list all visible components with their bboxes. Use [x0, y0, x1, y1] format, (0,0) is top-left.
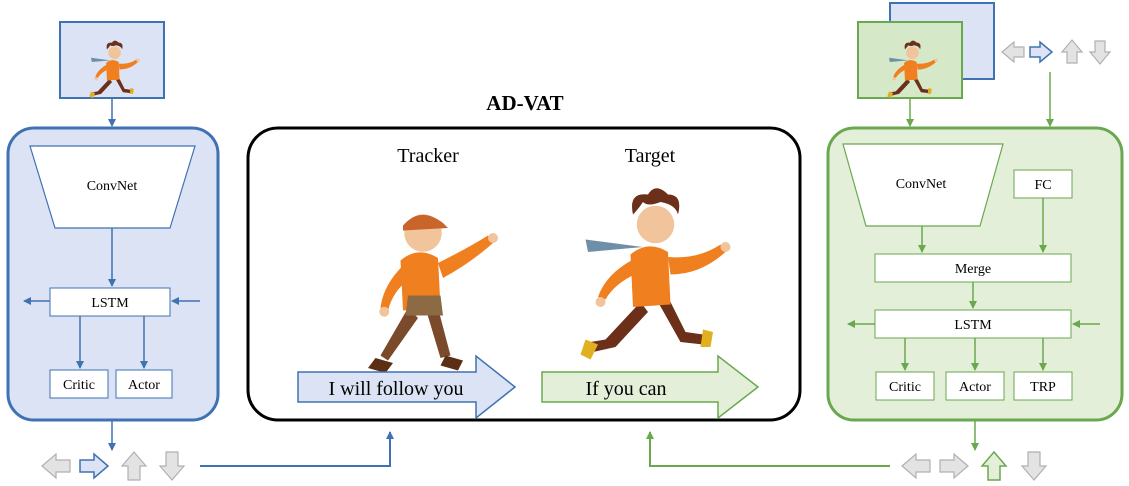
target-speech-text: If you can [585, 378, 666, 400]
up-arrow-icon [980, 450, 1008, 481]
left-arrow-icon [901, 452, 931, 480]
target-label: Target [625, 145, 676, 167]
right-merge-label: Merge [955, 262, 991, 277]
up-arrow-icon [120, 451, 148, 481]
diagram-title: AD-VAT [486, 91, 563, 115]
tracker-speech-arrow [297, 354, 517, 420]
right-convnet-label: ConvNet [896, 177, 947, 192]
tracker-label: Tracker [397, 145, 459, 167]
right-arrow-icon [1029, 40, 1054, 64]
left-lstm-label: LSTM [91, 296, 129, 311]
right-convnet-shape [842, 143, 1004, 227]
left-critic-label: Critic [63, 378, 95, 393]
left-arrow-icon [41, 452, 71, 480]
right-arrow-icon [79, 452, 110, 480]
left-actor-label: Actor [128, 378, 160, 393]
left-actor-box [115, 369, 173, 399]
down-arrow-icon [1088, 40, 1112, 65]
left-convnet-shape [29, 145, 196, 229]
left-critic-box [49, 369, 109, 399]
down-arrow-icon [158, 451, 186, 481]
right-fc-label: FC [1034, 178, 1051, 193]
right-fc-box [1013, 169, 1073, 199]
right-action-arrows [901, 450, 1048, 481]
left-convnet-label: ConvNet [87, 179, 138, 194]
left-arrow-icon [1001, 40, 1025, 64]
down-arrow-icon [1020, 451, 1048, 481]
right-top-action-arrows [1001, 39, 1112, 65]
target-speech-arrow [541, 354, 760, 420]
right-critic-box [875, 371, 935, 401]
left-action-arrows [41, 451, 186, 481]
right-actor-label: Actor [959, 380, 991, 395]
left-lstm-box [49, 287, 171, 317]
right-input-frames [857, 2, 995, 99]
right-merge-box [874, 253, 1072, 283]
right-lstm-label: LSTM [954, 318, 992, 333]
right-arrow-icon [939, 452, 969, 480]
right-trp-box [1013, 371, 1073, 401]
left-input-frame [59, 21, 165, 99]
up-arrow-icon [1060, 39, 1084, 64]
right-actor-box [945, 371, 1005, 401]
right-critic-label: Critic [889, 380, 921, 395]
tracker-speech-text: I will follow you [329, 378, 464, 400]
right-trp-label: TRP [1030, 380, 1056, 395]
